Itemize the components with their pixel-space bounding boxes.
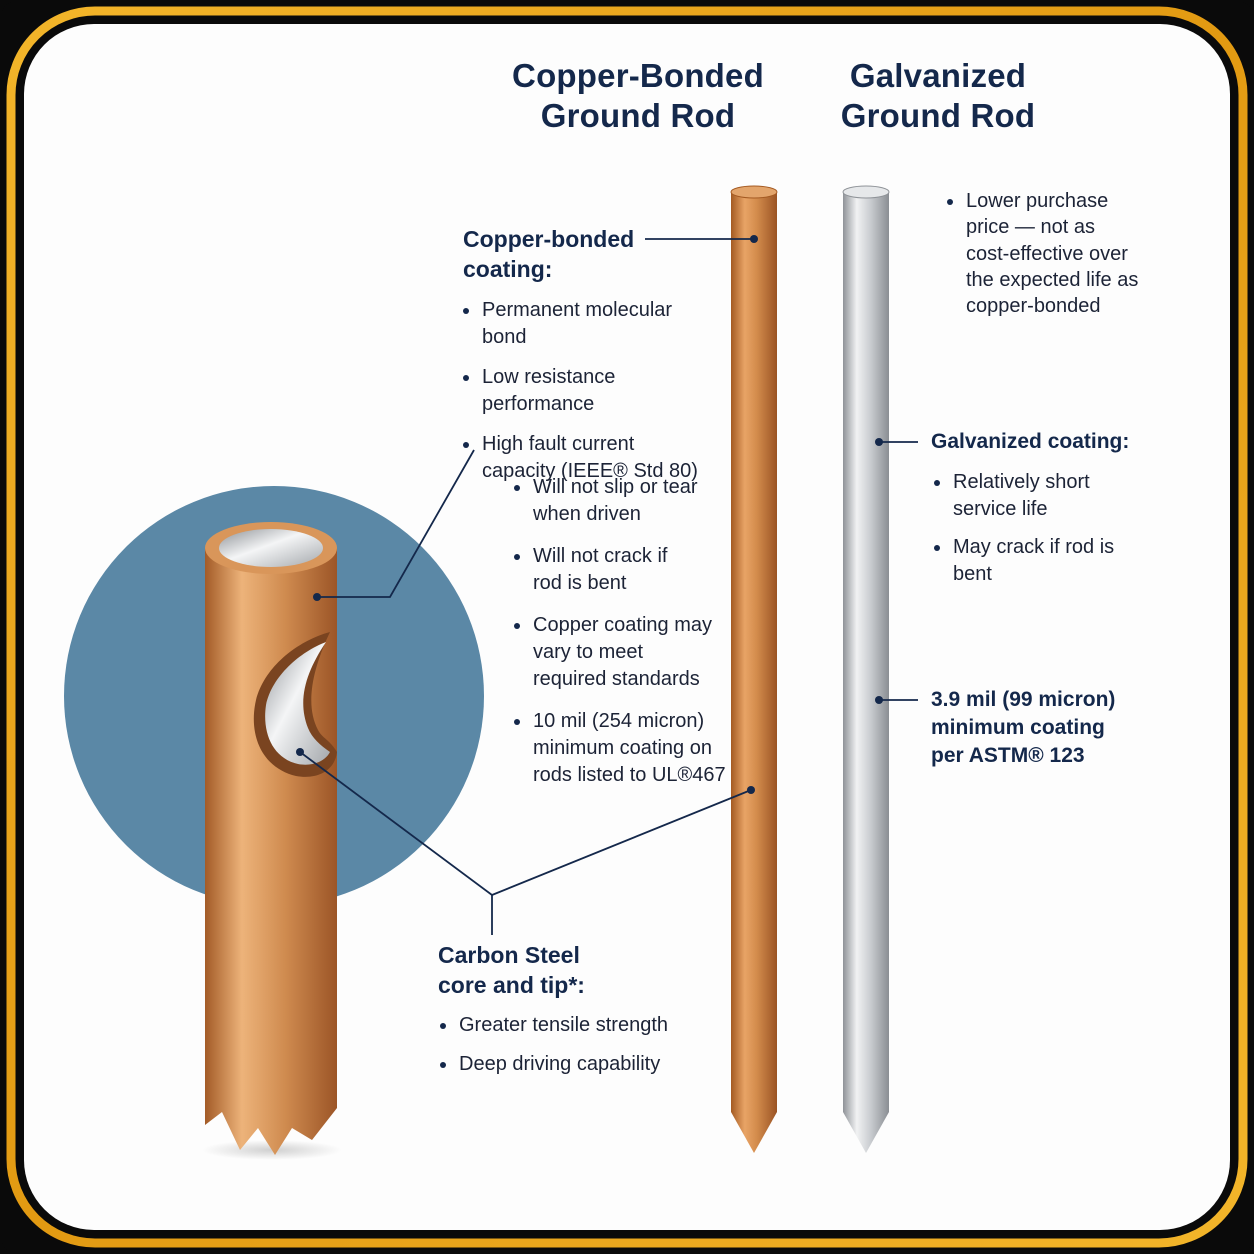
copper-coating-bullets: Permanent molecular bond Low resistance …	[463, 297, 713, 485]
list-item: Greater tensile strength	[440, 1012, 710, 1039]
list-item: 10 mil (254 micron) minimum coating on r…	[514, 708, 728, 789]
list-item: Will not crack if rod is bent	[514, 543, 698, 597]
galv-title-line1: Galvanized	[849, 57, 1027, 94]
list-item: Lower purchase price — not as cost-effec…	[947, 188, 1139, 319]
list-item: Copper coating may vary to meet required…	[514, 612, 718, 693]
galvanized-coating-heading: Galvanized coating:	[931, 430, 1130, 453]
galvanized-title: Galvanized Ground Rod	[808, 56, 1068, 136]
galvanized-coating-bullets: Relatively short service life May crack …	[934, 469, 1124, 588]
copper-bonded-title: Copper-Bonded Ground Rod	[478, 56, 798, 136]
galv-title-line2: Ground Rod	[840, 97, 1036, 134]
copper-title-line1: Copper-Bonded	[512, 57, 764, 94]
list-item: Deep driving capability	[440, 1051, 710, 1078]
list-item: High fault current capacity (IEEE® Std 8…	[463, 431, 702, 485]
carbon-steel-bullets: Greater tensile strength Deep driving ca…	[440, 1012, 710, 1078]
cutaway-rod-illustration	[202, 522, 342, 1160]
leader-lines	[299, 238, 918, 935]
galvanized-rod	[842, 185, 890, 1153]
copper-bonded-rod	[730, 185, 778, 1153]
copper-coating-sub-bullets: Will not slip or tear when driven Will n…	[514, 474, 726, 789]
copper-coating-heading: Copper-bonded coating:	[463, 226, 635, 282]
copper-title-line2: Ground Rod	[540, 97, 736, 134]
carbon-steel-heading: Carbon Steel core and tip*:	[438, 942, 585, 998]
list-item: May crack if rod is bent	[934, 534, 1123, 588]
list-item: Permanent molecular bond	[463, 297, 713, 351]
galvanized-price-note: Lower purchase price — not as cost-effec…	[947, 188, 1139, 319]
list-item: Will not slip or tear when driven	[514, 474, 698, 528]
list-item: Relatively short service life	[934, 469, 1113, 523]
galvanized-minimum-coating: 3.9 mil (99 micron) minimum coating per …	[931, 688, 1116, 767]
list-item: Low resistance performance	[463, 364, 652, 418]
